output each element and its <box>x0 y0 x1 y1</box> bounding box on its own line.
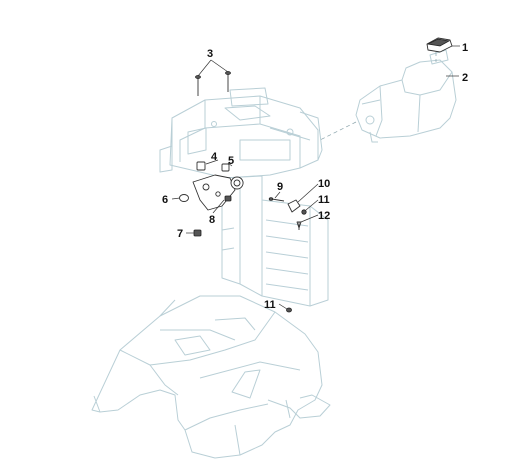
callout-1: 1 <box>462 42 468 54</box>
nut-part-7 <box>193 229 202 237</box>
callout-11-lower: 11 <box>264 299 276 311</box>
bolts-part-3 <box>195 71 231 96</box>
callout-2: 2 <box>462 72 468 84</box>
callout-12: 12 <box>318 210 330 222</box>
callout-3: 3 <box>207 48 213 60</box>
hood-body-shell <box>91 295 331 459</box>
assembly-lines <box>319 52 437 141</box>
callout-labels: 1 2 3 4 5 6 7 8 9 10 11 12 11 <box>162 42 468 311</box>
front-panel <box>221 175 329 307</box>
fuel-cap <box>426 37 453 53</box>
leader-lines <box>171 45 460 310</box>
fasteners-9-12 <box>268 197 307 313</box>
callout-9: 9 <box>277 181 283 193</box>
callout-8: 8 <box>209 214 215 226</box>
fuel-tank <box>355 49 457 143</box>
callout-10: 10 <box>318 178 330 190</box>
callout-5: 5 <box>228 155 234 167</box>
bracket-assembly <box>192 161 244 211</box>
callout-11-upper: 11 <box>318 194 330 206</box>
frame-chassis <box>159 87 323 179</box>
callout-7: 7 <box>177 228 183 240</box>
callout-6: 6 <box>162 194 168 206</box>
callout-4: 4 <box>211 151 218 163</box>
grommet-part-6 <box>179 194 189 202</box>
